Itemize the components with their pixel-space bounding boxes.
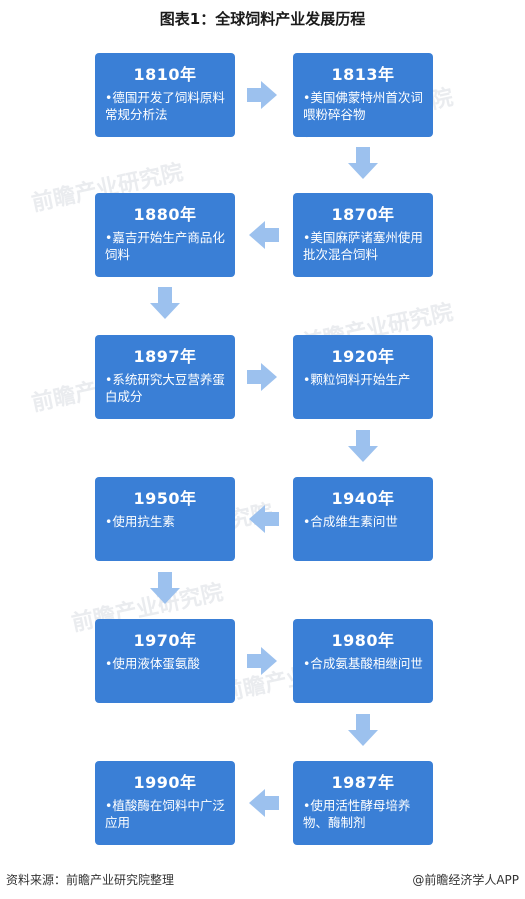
arrow-left-icon xyxy=(249,505,279,533)
event-year: 1980年 xyxy=(331,631,395,650)
source-note: 资料来源：前瞻产业研究院整理 xyxy=(6,873,175,887)
event-box-1990: 1990年 •植酸酶在饲料中广泛应用 xyxy=(95,761,235,845)
event-description: •使用抗生素 xyxy=(105,514,175,529)
event-description: •德国开发了饲料原料常规分析法 xyxy=(105,90,225,122)
event-box-1987: 1987年 •使用活性酵母培养物、酶制剂 xyxy=(293,761,433,845)
event-description: •美国佛蒙特州首次词喂粉碎谷物 xyxy=(303,90,423,122)
event-box-1810: 1810年 •德国开发了饲料原料常规分析法 xyxy=(95,53,235,137)
event-description: •颗粒饲料开始生产 xyxy=(303,372,411,387)
arrow-right-icon xyxy=(247,363,277,391)
event-box-1920: 1920年 •颗粒饲料开始生产 xyxy=(293,335,433,419)
event-year: 1940年 xyxy=(331,489,395,508)
event-year: 1990年 xyxy=(133,773,197,792)
event-description: •合成维生素问世 xyxy=(303,514,398,529)
arrow-down-icon xyxy=(348,147,378,179)
arrow-down-icon xyxy=(150,287,180,319)
event-description: •使用液体蛋氨酸 xyxy=(105,656,200,671)
arrow-right-icon xyxy=(247,647,277,675)
event-box-1813: 1813年 •美国佛蒙特州首次词喂粉碎谷物 xyxy=(293,53,433,137)
arrow-down-icon xyxy=(348,714,378,746)
event-description: •使用活性酵母培养物、酶制剂 xyxy=(303,798,411,830)
arrow-left-icon xyxy=(249,789,279,817)
event-description: •植酸酶在饲料中广泛应用 xyxy=(105,798,225,830)
event-description: •美国麻萨诸塞州使用批次混合饲料 xyxy=(303,230,423,262)
event-year: 1897年 xyxy=(133,347,197,366)
event-year: 1970年 xyxy=(133,631,197,650)
event-box-1870: 1870年 •美国麻萨诸塞州使用批次混合饲料 xyxy=(293,193,433,277)
arrow-down-icon xyxy=(348,430,378,462)
event-year: 1950年 xyxy=(133,489,197,508)
page-title: 图表1：全球饲料产业发展历程 xyxy=(159,10,366,28)
event-description: •系统研究大豆营养蛋白成分 xyxy=(105,372,225,404)
event-year: 1987年 xyxy=(331,773,395,792)
event-box-1980: 1980年 •合成氨基酸相继问世 xyxy=(293,619,433,703)
event-year: 1813年 xyxy=(331,65,395,84)
event-description: •嘉吉开始生产商品化饲料 xyxy=(105,230,225,262)
event-year: 1880年 xyxy=(133,205,197,224)
arrow-right-icon xyxy=(247,81,277,109)
arrow-down-icon xyxy=(150,572,180,604)
credit-note: @前瞻经济学人APP xyxy=(412,873,519,887)
event-box-1970: 1970年 •使用液体蛋氨酸 xyxy=(95,619,235,703)
event-box-1940: 1940年 •合成维生素问世 xyxy=(293,477,433,561)
event-box-1950: 1950年 •使用抗生素 xyxy=(95,477,235,561)
event-description: •合成氨基酸相继问世 xyxy=(303,656,423,671)
event-box-1880: 1880年 •嘉吉开始生产商品化饲料 xyxy=(95,193,235,277)
event-year: 1810年 xyxy=(133,65,197,84)
event-year: 1870年 xyxy=(331,205,395,224)
arrow-left-icon xyxy=(249,221,279,249)
event-year: 1920年 xyxy=(331,347,395,366)
event-box-1897: 1897年 •系统研究大豆营养蛋白成分 xyxy=(95,335,235,419)
